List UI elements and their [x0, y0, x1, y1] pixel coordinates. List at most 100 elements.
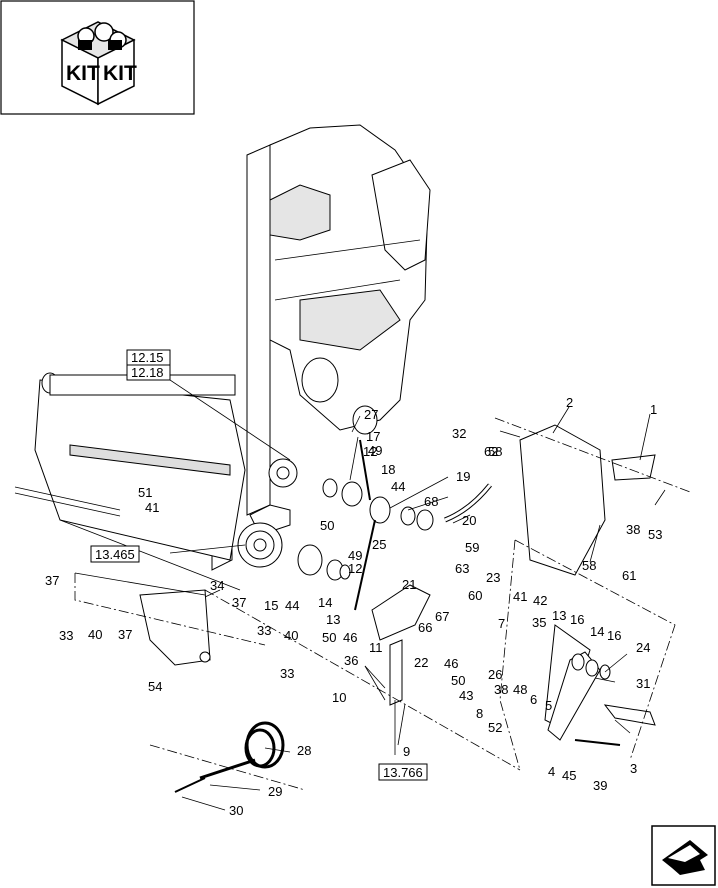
callout-40b: 40: [284, 628, 298, 643]
lower-bracket: [74, 572, 211, 666]
callout-42: 42: [533, 593, 547, 608]
callout-37b: 37: [232, 595, 246, 610]
callout-66: 66: [418, 620, 432, 635]
callout-44a: 44: [391, 479, 405, 494]
callout-50a: 50: [320, 518, 334, 533]
callout-1: 1: [650, 402, 657, 417]
callout-4: 4: [548, 764, 555, 779]
callout-24: 24: [636, 640, 650, 655]
callout-23: 23: [486, 570, 500, 585]
callout-37a: 37: [45, 573, 59, 588]
callout-52: 52: [488, 720, 502, 735]
callout-6: 6: [530, 692, 537, 707]
callout-5: 5: [545, 698, 552, 713]
callout-11: 11: [369, 640, 383, 655]
kit-label-right: KIT: [103, 62, 137, 85]
callout-10: 10: [332, 690, 346, 705]
callout-32: 32: [452, 426, 466, 441]
callout-44b: 44: [285, 598, 299, 613]
callout-46b: 46: [444, 656, 458, 671]
callout-58b: 58: [582, 558, 596, 573]
callout-20: 20: [462, 513, 476, 528]
callout-35: 35: [532, 615, 546, 630]
callout-14a: 14: [318, 595, 332, 610]
sprocket-assembly: [237, 458, 434, 581]
callout-58a: 58: [488, 444, 502, 459]
kit-badge: KIT KIT: [0, 0, 195, 115]
callout-7: 7: [498, 616, 505, 631]
callout-15: 15: [264, 598, 278, 613]
lever-linkage: [354, 439, 492, 755]
callout-63: 63: [455, 561, 469, 576]
callout-45: 45: [562, 768, 576, 783]
callout-numbers: 1 2 3 4 5 6 7 8 9 10 11 12 12 13 13 14 1…: [45, 395, 662, 818]
callout-27: 27: [364, 407, 378, 422]
reference-12-15: 12.15: [131, 350, 164, 365]
callout-62: 62: [484, 444, 498, 459]
callout-33b: 33: [257, 623, 271, 638]
callout-25: 25: [372, 537, 386, 552]
callout-29: 29: [268, 784, 282, 799]
callout-34: 34: [210, 578, 224, 593]
hose-assembly: [174, 721, 285, 793]
callout-16a: 16: [570, 612, 584, 627]
reference-12-18: 12.18: [131, 365, 164, 380]
callout-67: 67: [435, 609, 449, 624]
callout-28: 28: [297, 743, 311, 758]
reference-13-465: 13.465: [95, 547, 135, 562]
callout-59: 59: [465, 540, 479, 555]
callout-36: 36: [344, 653, 358, 668]
main-frame: [211, 124, 431, 571]
callout-33c: 33: [280, 666, 294, 681]
callout-30: 30: [229, 803, 243, 818]
callout-41b: 41: [513, 589, 527, 604]
callout-17: 17: [366, 429, 380, 444]
callout-51: 51: [138, 485, 152, 500]
callout-26: 26: [488, 667, 502, 682]
callout-48: 48: [513, 682, 527, 697]
callout-68: 68: [424, 494, 438, 509]
callout-49a: 49: [368, 443, 382, 458]
callout-38b: 38: [494, 682, 508, 697]
reference-boxes: 12.15 12.18 13.465 13.766: [90, 349, 428, 781]
callout-33a: 33: [59, 628, 73, 643]
callout-14b: 14: [590, 624, 604, 639]
kit-label-left: KIT: [66, 62, 100, 85]
callout-12a: 12: [363, 444, 377, 459]
callout-38a: 38: [626, 522, 640, 537]
callout-40a: 40: [88, 627, 102, 642]
callout-19: 19: [456, 469, 470, 484]
callout-43: 43: [459, 688, 473, 703]
callout-13a: 13: [326, 612, 340, 627]
callout-9: 9: [403, 744, 410, 759]
callout-31: 31: [636, 676, 650, 691]
callout-61: 61: [622, 568, 636, 583]
callout-50b: 50: [322, 630, 336, 645]
callout-50c: 50: [451, 673, 465, 688]
right-lever-arm: [547, 651, 656, 746]
callout-41a: 41: [145, 500, 159, 515]
assembly-lines: [74, 417, 691, 791]
callout-39: 39: [593, 778, 607, 793]
callout-16b: 16: [607, 628, 621, 643]
reference-13-766: 13.766: [383, 765, 423, 780]
callout-60: 60: [468, 588, 482, 603]
callout-3: 3: [630, 761, 637, 776]
callout-49b: 49: [348, 548, 362, 563]
leader-lines: [166, 377, 666, 811]
next-page-arrow-icon[interactable]: [651, 825, 716, 886]
callout-37c: 37: [118, 627, 132, 642]
callout-12b: 12: [348, 561, 362, 576]
rotor-housing: [14, 372, 246, 591]
callout-21: 21: [402, 577, 416, 592]
kit-box-icon: KIT KIT: [60, 21, 137, 106]
callout-18: 18: [381, 462, 395, 477]
callout-46a: 46: [343, 630, 357, 645]
callout-53: 53: [648, 527, 662, 542]
callout-54: 54: [148, 679, 162, 694]
callout-2: 2: [566, 395, 573, 410]
callout-8: 8: [476, 706, 483, 721]
callout-22: 22: [414, 655, 428, 670]
callout-13b: 13: [552, 608, 566, 623]
